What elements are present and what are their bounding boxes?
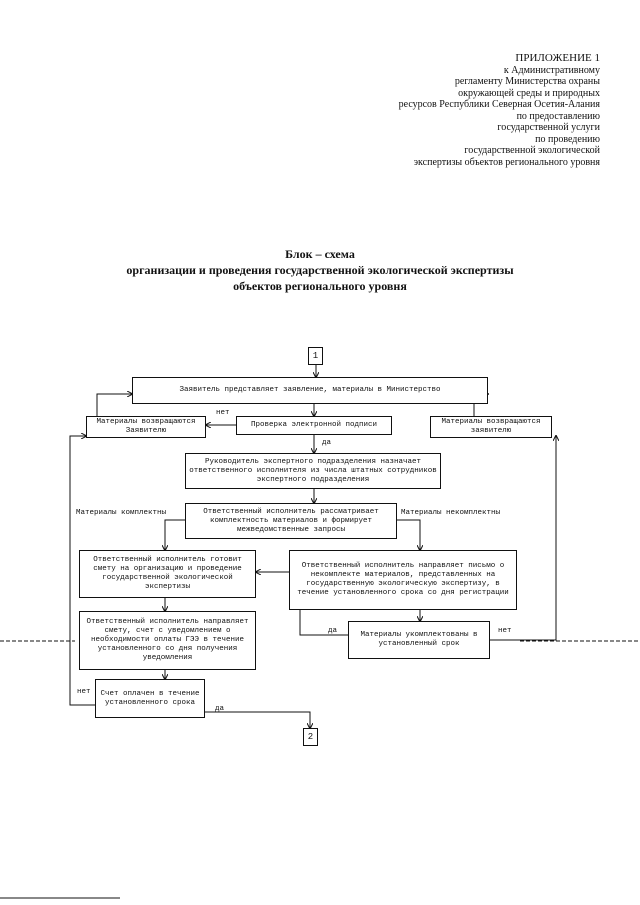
appendix-line-6: государственной услуги xyxy=(497,122,600,133)
label-da-signature: да xyxy=(322,439,332,447)
send-invoice-text: Ответственный исполнитель направляет сме… xyxy=(86,618,249,662)
label-net-paid: нет xyxy=(77,688,91,696)
label-net-completed: нет xyxy=(498,627,512,635)
estimate-prepare-text: Ответственный исполнитель готовит смету … xyxy=(93,556,242,591)
start-marker: 1 xyxy=(308,347,323,365)
appendix-header: ПРИЛОЖЕНИЕ 1 к Административному регламе… xyxy=(320,52,600,168)
signature-check-text: Проверка электронной подписи xyxy=(250,421,378,429)
signature-check-box: Проверка электронной подписи xyxy=(236,416,392,435)
incomplete-letter-box: Ответственный исполнитель направляет пис… xyxy=(289,550,517,610)
appendix-line-9: экспертизы объектов регионального уровня xyxy=(413,156,600,168)
returned-right-text: Материалы возвращаются заявителю xyxy=(441,418,541,435)
appendix-line-5: по предоставлению xyxy=(516,110,600,122)
send-invoice-box: Ответственный исполнитель направляет сме… xyxy=(79,611,256,670)
returned-left-text: Материалы возвращаются Заявителю xyxy=(96,418,196,435)
appendix-line-7: по проведению xyxy=(535,133,600,145)
title-line-2: организации и проведения государственной… xyxy=(126,263,514,277)
end-marker: 2 xyxy=(303,728,318,746)
executor-reviews-text: Ответственный исполнитель рассматривает … xyxy=(203,507,379,534)
materials-completed-text: Материалы укомплектованы в установленный… xyxy=(360,631,478,648)
label-incomplete: Материалы некомплектны xyxy=(401,509,501,517)
appendix-line-1: к Административному xyxy=(503,64,600,76)
label-da-completed: да xyxy=(328,627,338,635)
title-line-3: объектов регионального уровня xyxy=(233,279,407,293)
materials-completed-box: Материалы укомплектованы в установленный… xyxy=(348,621,490,659)
label-complete: Материалы комплектны xyxy=(76,509,167,517)
title-line-1: Блок – схема xyxy=(285,247,355,261)
page-title: Блок – схема организации и проведения го… xyxy=(0,246,640,294)
appendix-line-2: регламенту Министерства охраны xyxy=(454,76,600,87)
start-number: 1 xyxy=(312,350,319,361)
label-da-paid: да xyxy=(215,705,225,713)
appendix-title: ПРИЛОЖЕНИЕ 1 xyxy=(515,52,600,64)
head-assigns-executor-box: Руководитель экспертного подразделения н… xyxy=(185,453,441,489)
invoice-paid-box: Счет оплачен в течение установленного ср… xyxy=(95,679,205,718)
appendix-line-8: государственной экологической xyxy=(464,145,600,156)
applicant-submits-text: Заявитель представляет заявление, матери… xyxy=(179,386,441,394)
end-number: 2 xyxy=(307,731,314,742)
label-net-signature: нет xyxy=(216,409,230,417)
executor-reviews-box: Ответственный исполнитель рассматривает … xyxy=(185,503,397,539)
head-assigns-text: Руководитель экспертного подразделения н… xyxy=(189,457,437,484)
appendix-line-4: ресурсов Республики Северная Осетия-Алан… xyxy=(398,99,600,110)
estimate-prepare-box: Ответственный исполнитель готовит смету … xyxy=(79,550,256,598)
invoice-paid-text: Счет оплачен в течение установленного ср… xyxy=(100,689,200,707)
applicant-submits-box: Заявитель представляет заявление, матери… xyxy=(132,377,488,404)
returned-to-applicant-left-box: Материалы возвращаются Заявителю xyxy=(86,416,206,438)
appendix-line-3: окружающей среды и природных xyxy=(458,87,600,99)
returned-to-applicant-right-box: Материалы возвращаются заявителю xyxy=(430,416,552,438)
incomplete-letter-text: Ответственный исполнитель направляет пис… xyxy=(297,562,509,597)
